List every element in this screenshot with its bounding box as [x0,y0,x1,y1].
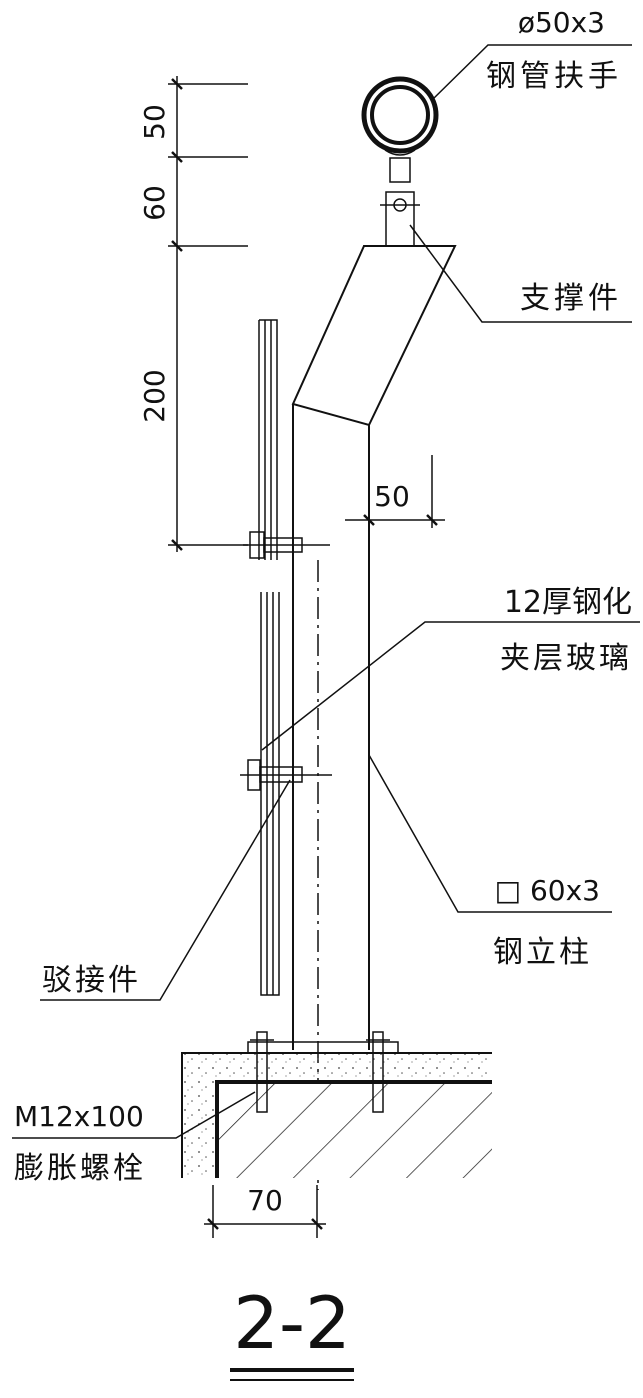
bolt-name-label: 膨胀螺栓 [14,1151,146,1186]
base-dimension: 70 [204,1184,326,1238]
laminated-glass [240,319,332,996]
dim-200: 200 [138,369,171,422]
glass-spec-label: 12厚钢化 [504,585,632,620]
dim-base-70: 70 [247,1184,283,1217]
dim-60: 60 [138,185,171,221]
handrail-name-label: 钢管扶手 [486,59,622,94]
section-title: 2-2 [233,1281,351,1365]
glass-name-label: 夹层玻璃 [500,641,632,676]
support-label: 支撑件 [520,281,622,316]
post-name-label: 钢立柱 [493,935,592,970]
dim-50: 50 [138,104,171,140]
concrete-base [181,1031,492,1178]
vertical-dimension: 50 60 200 [138,76,248,552]
bolt-spec-label: M12x100 [14,1100,144,1133]
dim-offset-50: 50 [374,480,410,513]
anchor-bolt [250,1031,390,1113]
handrail-tube [361,76,439,247]
post-spec-label: □ 60x3 [495,874,600,907]
leader-lines [12,44,640,1139]
offset-dimension: 50 [345,455,445,528]
support-bracket [291,245,457,427]
connector-label: 驳接件 [42,963,141,998]
handrail-spec-label: ø50x3 [518,6,605,39]
